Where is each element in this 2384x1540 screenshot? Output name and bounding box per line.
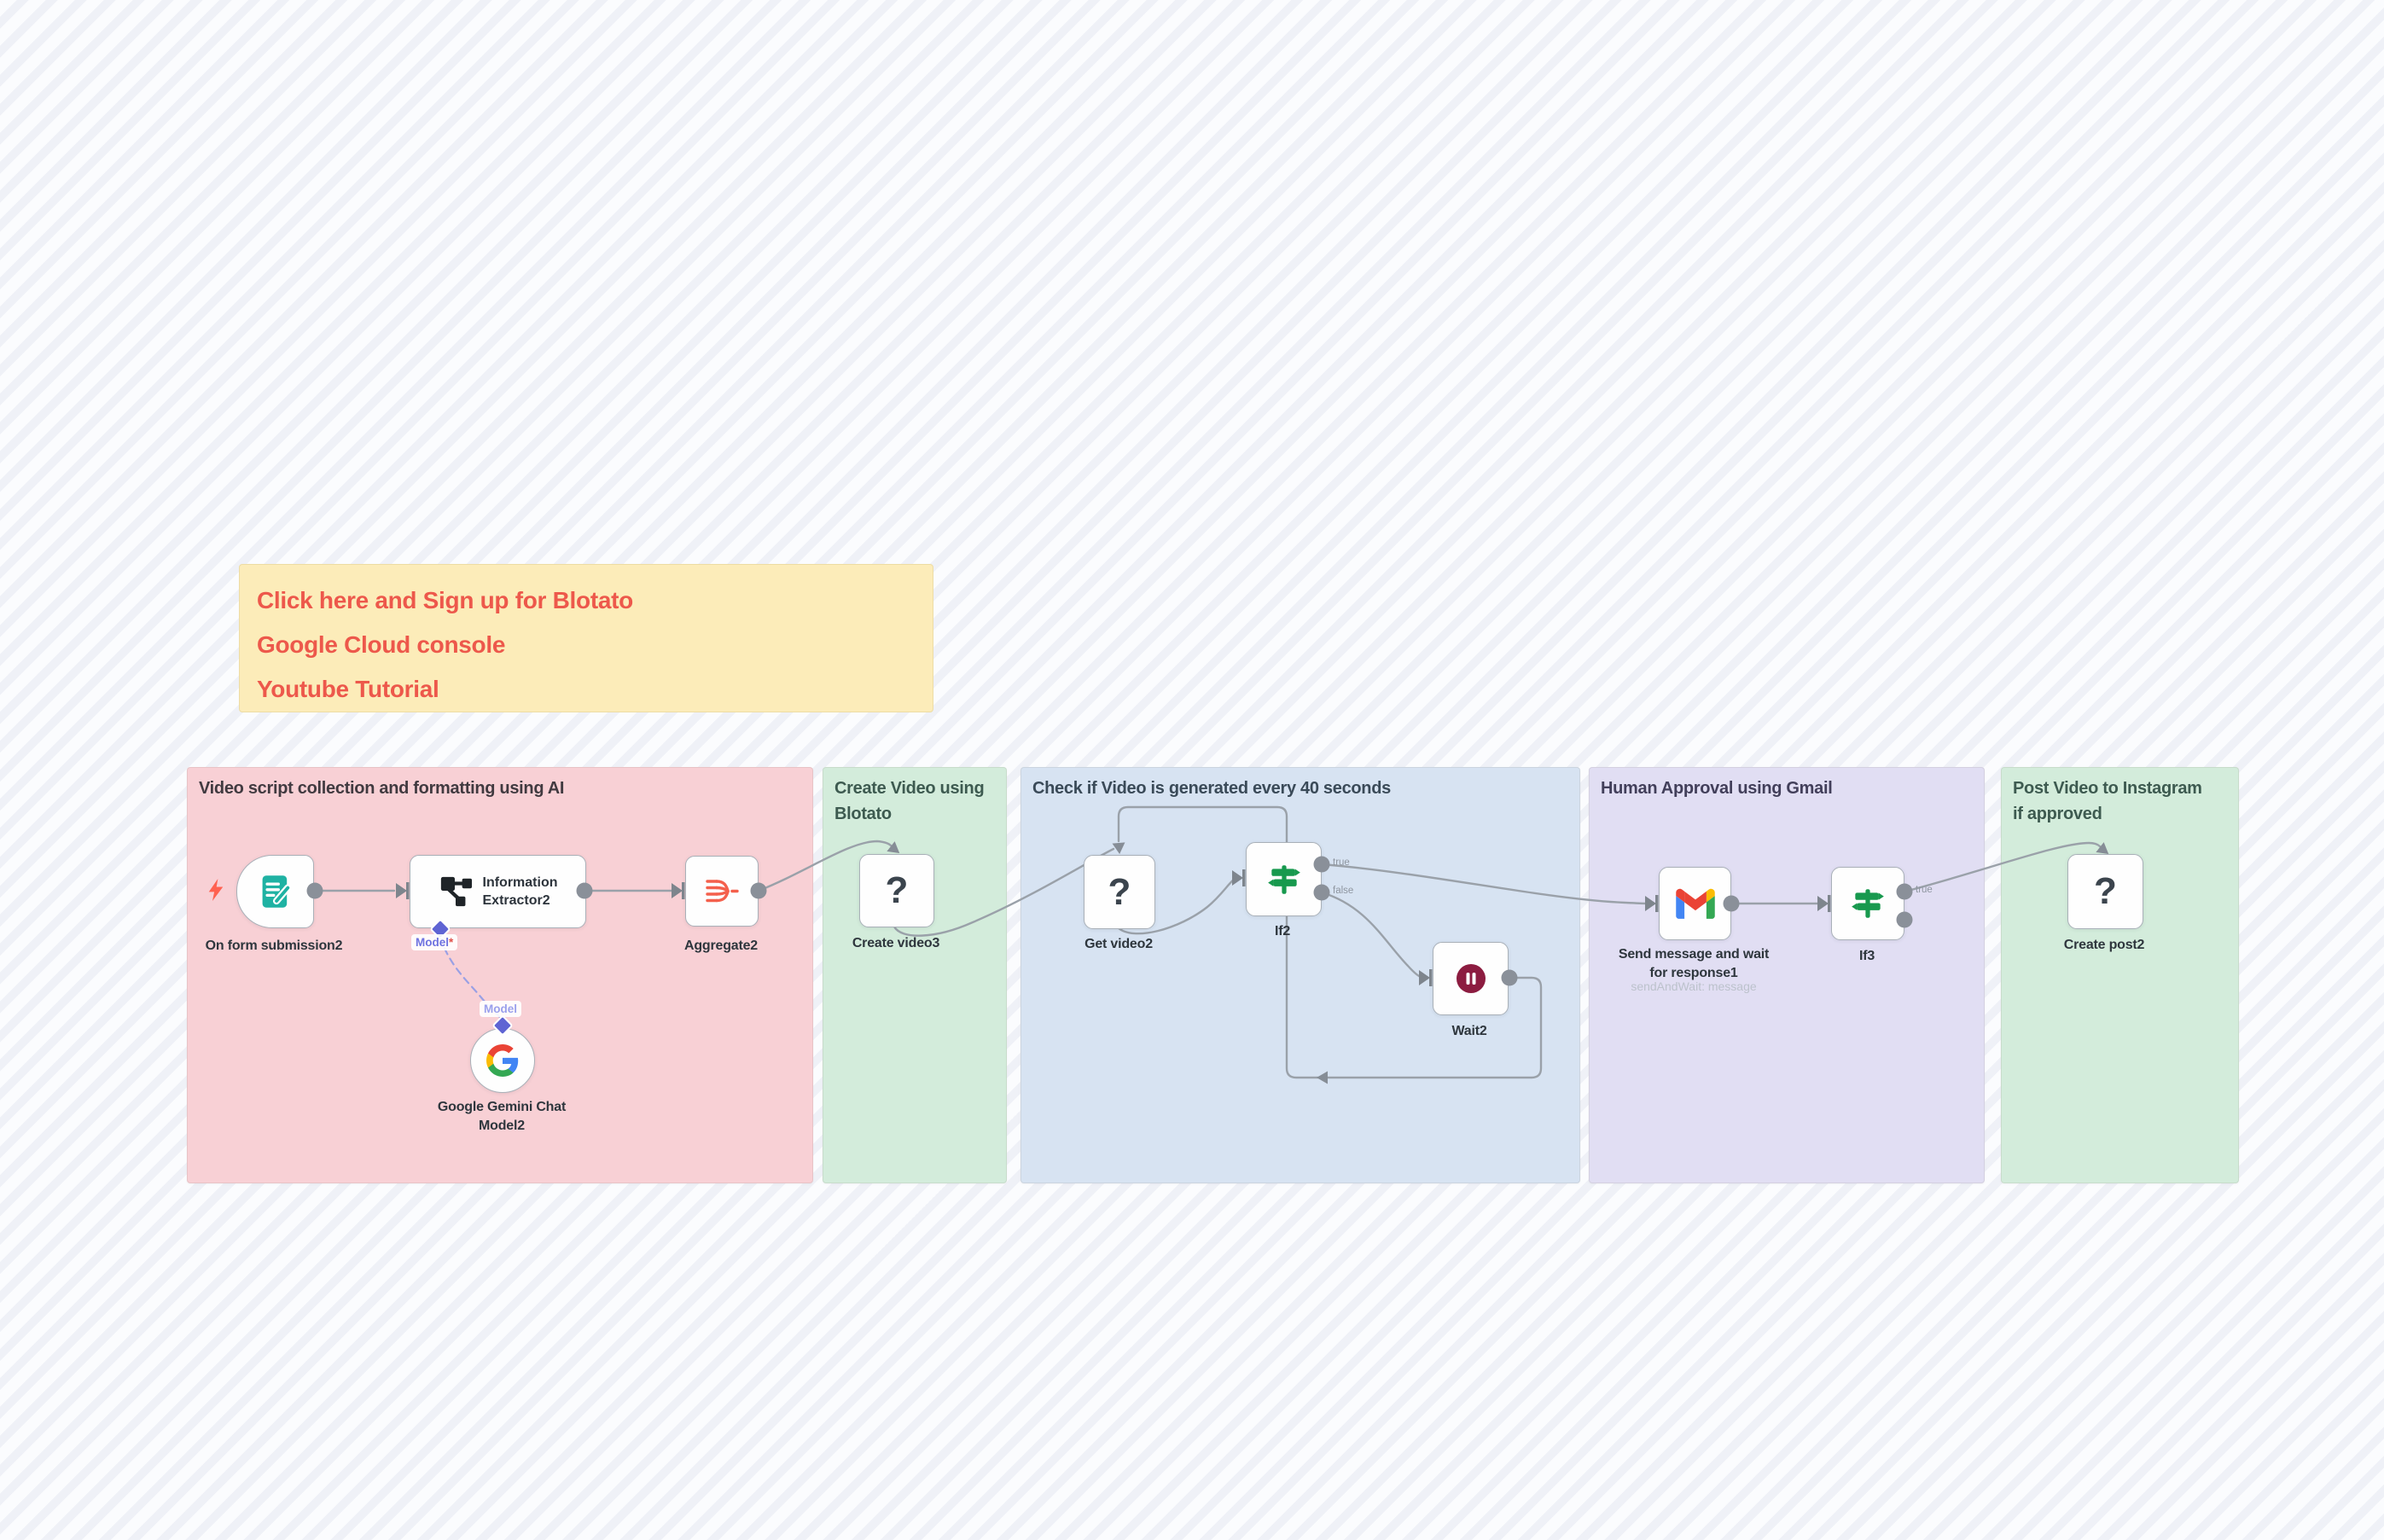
if-icon	[1267, 864, 1300, 894]
unknown-node-icon: ?	[885, 869, 909, 911]
wait-pause-icon	[1456, 964, 1486, 993]
link-youtube-tutorial[interactable]: Youtube Tutorial	[257, 676, 439, 702]
output-label-true: true	[1916, 885, 1933, 895]
sticky-title: Check if Video is generated every 40 sec…	[1032, 779, 1391, 798]
node-label: Create video3	[852, 936, 940, 950]
node-information-extractor[interactable]: Information Extractor2	[410, 855, 586, 928]
node-create-post[interactable]: ?	[2067, 854, 2143, 929]
node-title: Information Extractor2	[482, 875, 558, 908]
sticky-title: Human Approval using Gmail	[1601, 779, 1833, 798]
node-label: Wait2	[1451, 1024, 1487, 1038]
node-if3[interactable]	[1831, 867, 1904, 940]
sticky-title: Post Video to Instagram if approved	[2013, 779, 2202, 823]
sticky-title: Video script collection and formatting u…	[199, 779, 565, 798]
gmail-icon	[1675, 888, 1715, 919]
node-gmail-send-and-wait[interactable]	[1659, 867, 1731, 940]
node-label: Google Gemini Chat Model2	[437, 1100, 567, 1133]
node-aggregate[interactable]	[685, 856, 759, 927]
output-label-true: true	[1333, 857, 1350, 868]
sticky-title: Create Video using Blotato	[834, 779, 985, 823]
node-label: If2	[1274, 924, 1291, 939]
link-google-cloud-console[interactable]: Google Cloud console	[257, 631, 506, 658]
model-input-chip: Model*	[411, 934, 458, 950]
node-on-form-submission[interactable]	[236, 855, 314, 928]
sticky-note-post-instagram[interactable]: Post Video to Instagram if approved	[2001, 767, 2239, 1183]
aggregate-icon	[706, 879, 739, 902]
node-label: Aggregate2	[683, 939, 759, 953]
node-label: Send message and wait for response1	[1618, 947, 1770, 980]
model-output-chip: Model	[480, 1001, 521, 1017]
output-label-false: false	[1333, 886, 1354, 896]
node-label: Create post2	[2063, 938, 2145, 952]
node-get-video[interactable]: ?	[1084, 855, 1155, 929]
node-create-video[interactable]: ?	[859, 854, 934, 927]
form-icon	[262, 875, 291, 908]
node-google-gemini-chat-model[interactable]	[470, 1028, 535, 1093]
unknown-node-icon: ?	[1108, 870, 1131, 913]
link-blotato-signup[interactable]: Click here and Sign up for Blotato	[257, 587, 633, 613]
node-label: On form submission2	[205, 939, 343, 953]
sticky-note-create-video[interactable]: Create Video using Blotato	[823, 767, 1007, 1183]
information-extractor-icon	[440, 876, 472, 907]
sticky-note-video-script[interactable]: Video script collection and formatting u…	[187, 767, 813, 1183]
node-wait[interactable]	[1433, 942, 1509, 1015]
if-icon	[1852, 889, 1884, 918]
unknown-node-icon: ?	[2094, 870, 2117, 912]
google-g-icon	[486, 1044, 519, 1077]
node-subtitle: sendAndWait: message	[1631, 979, 1757, 993]
node-if2[interactable]	[1246, 842, 1322, 916]
sticky-note-human-approval[interactable]: Human Approval using Gmail	[1589, 767, 1985, 1183]
sticky-note-links[interactable]: Click here and Sign up for Blotato Googl…	[239, 564, 933, 712]
node-label: If3	[1858, 949, 1875, 963]
